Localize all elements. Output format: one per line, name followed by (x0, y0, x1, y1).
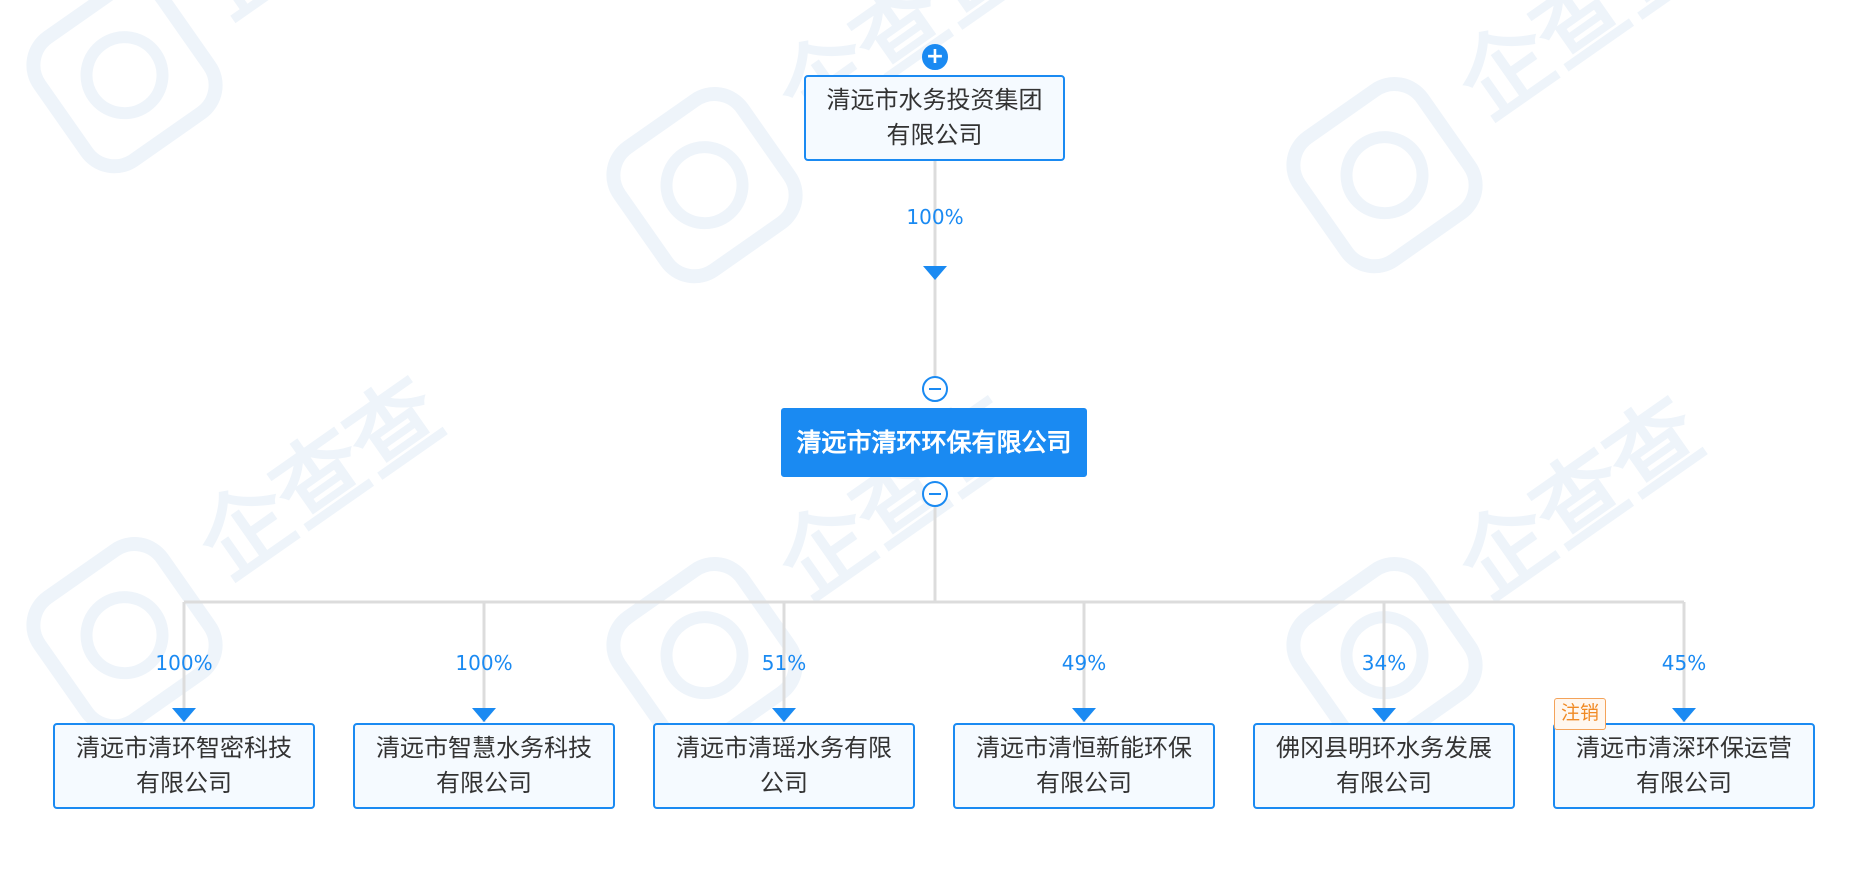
parent-company-node[interactable]: 清远市水务投资集团 有限公司 (804, 75, 1065, 161)
child-company-name-line2: 有限公司 (436, 769, 532, 797)
child-company-name-line2: 有限公司 (1036, 769, 1132, 797)
arrow-down-icon (1372, 708, 1396, 722)
expand-parent-button[interactable] (922, 44, 948, 70)
child-share-label: 100% (455, 651, 513, 675)
arrow-down-icon (1672, 708, 1696, 722)
child-company-name-line1: 清远市清瑶水务有限 (676, 734, 892, 762)
child-share-label: 45% (1661, 651, 1707, 675)
child-share-label: 34% (1361, 651, 1407, 675)
deregistered-status-badge: 注销 (1554, 698, 1607, 730)
child-share-label: 100% (155, 651, 213, 675)
main-company-name: 清远市清环环保有限公司 (796, 428, 1072, 457)
arrow-down-icon (923, 266, 947, 280)
child-company-node[interactable]: 清远市清瑶水务有限 公司 (653, 723, 915, 809)
child-company-name-line2: 有限公司 (136, 769, 232, 797)
child-company-name-line1: 清远市清环智密科技 (76, 734, 292, 762)
main-company-node[interactable]: 清远市清环环保有限公司 (781, 408, 1087, 477)
child-company-node[interactable]: 清远市清恒新能环保 有限公司 (953, 723, 1215, 809)
child-company-name-line1: 清远市清深环保运营 (1576, 734, 1792, 762)
child-company-node[interactable]: 清远市智慧水务科技 有限公司 (353, 723, 615, 809)
collapse-parents-button[interactable] (922, 376, 948, 402)
arrow-down-icon (472, 708, 496, 722)
parent-company-name-line2: 有限公司 (886, 121, 983, 149)
arrow-down-icon (1072, 708, 1096, 722)
child-share-label: 51% (761, 651, 807, 675)
child-company-name-line2: 公司 (760, 769, 808, 797)
child-company-name-line2: 有限公司 (1636, 769, 1732, 797)
parent-share-label: 100% (906, 205, 964, 229)
child-share-label: 49% (1061, 651, 1107, 675)
child-company-node[interactable]: 佛冈县明环水务发展 有限公司 (1253, 723, 1515, 809)
arrow-down-icon (772, 708, 796, 722)
child-company-name-line2: 有限公司 (1336, 769, 1432, 797)
collapse-children-button[interactable] (922, 481, 948, 507)
child-company-name-line1: 佛冈县明环水务发展 (1276, 734, 1492, 762)
child-company-node[interactable]: 清远市清深环保运营 有限公司 (1553, 723, 1815, 809)
child-company-node[interactable]: 清远市清环智密科技 有限公司 (53, 723, 315, 809)
child-company-name-line1: 清远市智慧水务科技 (376, 734, 592, 762)
parent-company-name-line1: 清远市水务投资集团 (826, 86, 1043, 114)
arrow-down-icon (172, 708, 196, 722)
child-company-name-line1: 清远市清恒新能环保 (976, 734, 1192, 762)
